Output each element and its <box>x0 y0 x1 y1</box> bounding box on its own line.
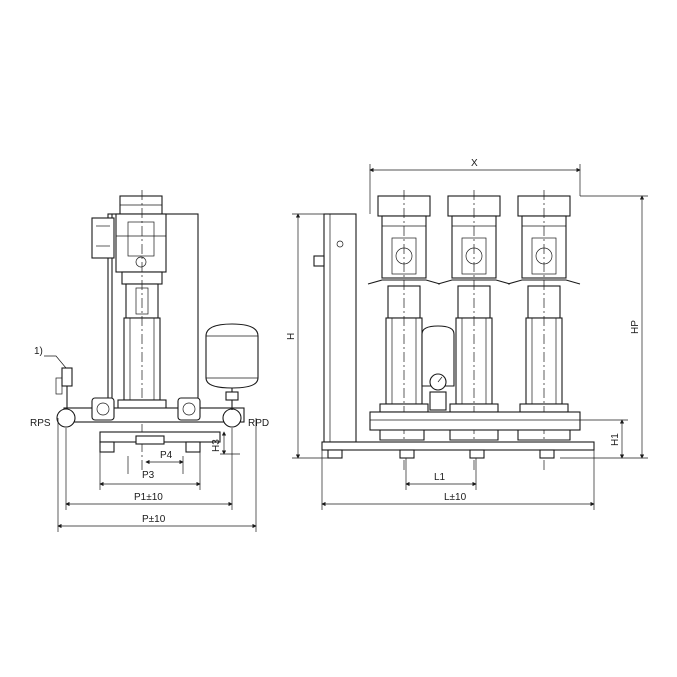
front-view <box>313 190 595 470</box>
p4-label: P4 <box>160 450 173 461</box>
dimensions <box>44 164 648 532</box>
manifold-side <box>63 407 245 423</box>
l-label: L±10 <box>444 492 467 503</box>
rpd-label: RPD <box>248 418 269 429</box>
control-cabinet <box>323 213 357 443</box>
motor-body-side <box>115 213 167 273</box>
p3-label: P3 <box>142 470 155 481</box>
pump-3 <box>507 190 581 470</box>
pump-2 <box>437 190 511 470</box>
rps-label: RPS <box>30 418 51 429</box>
h3-label: H3 <box>211 439 222 452</box>
l1-label: L1 <box>434 472 446 483</box>
side-view <box>55 190 259 470</box>
x-label: X <box>471 158 478 169</box>
base-frame-front <box>321 441 595 451</box>
h-label: H <box>286 333 297 340</box>
labels: 1) RPS RPD P3 P4 H3 P1±10 P±10 X H HP H1… <box>30 158 641 525</box>
manifold-front <box>369 411 581 431</box>
p1-label: P1±10 <box>134 492 163 503</box>
note-label: 1) <box>34 346 43 357</box>
terminal-box <box>91 217 115 259</box>
discharge-flange <box>222 408 242 428</box>
pump-1 <box>367 190 441 470</box>
p-label: P±10 <box>142 514 166 525</box>
expansion-vessel <box>205 323 259 389</box>
h1-label: H1 <box>610 433 621 446</box>
pressure-switch-suction <box>61 367 73 387</box>
hp-label: HP <box>630 320 641 334</box>
suction-flange <box>56 408 76 428</box>
expansion-vessel-front <box>421 325 455 387</box>
